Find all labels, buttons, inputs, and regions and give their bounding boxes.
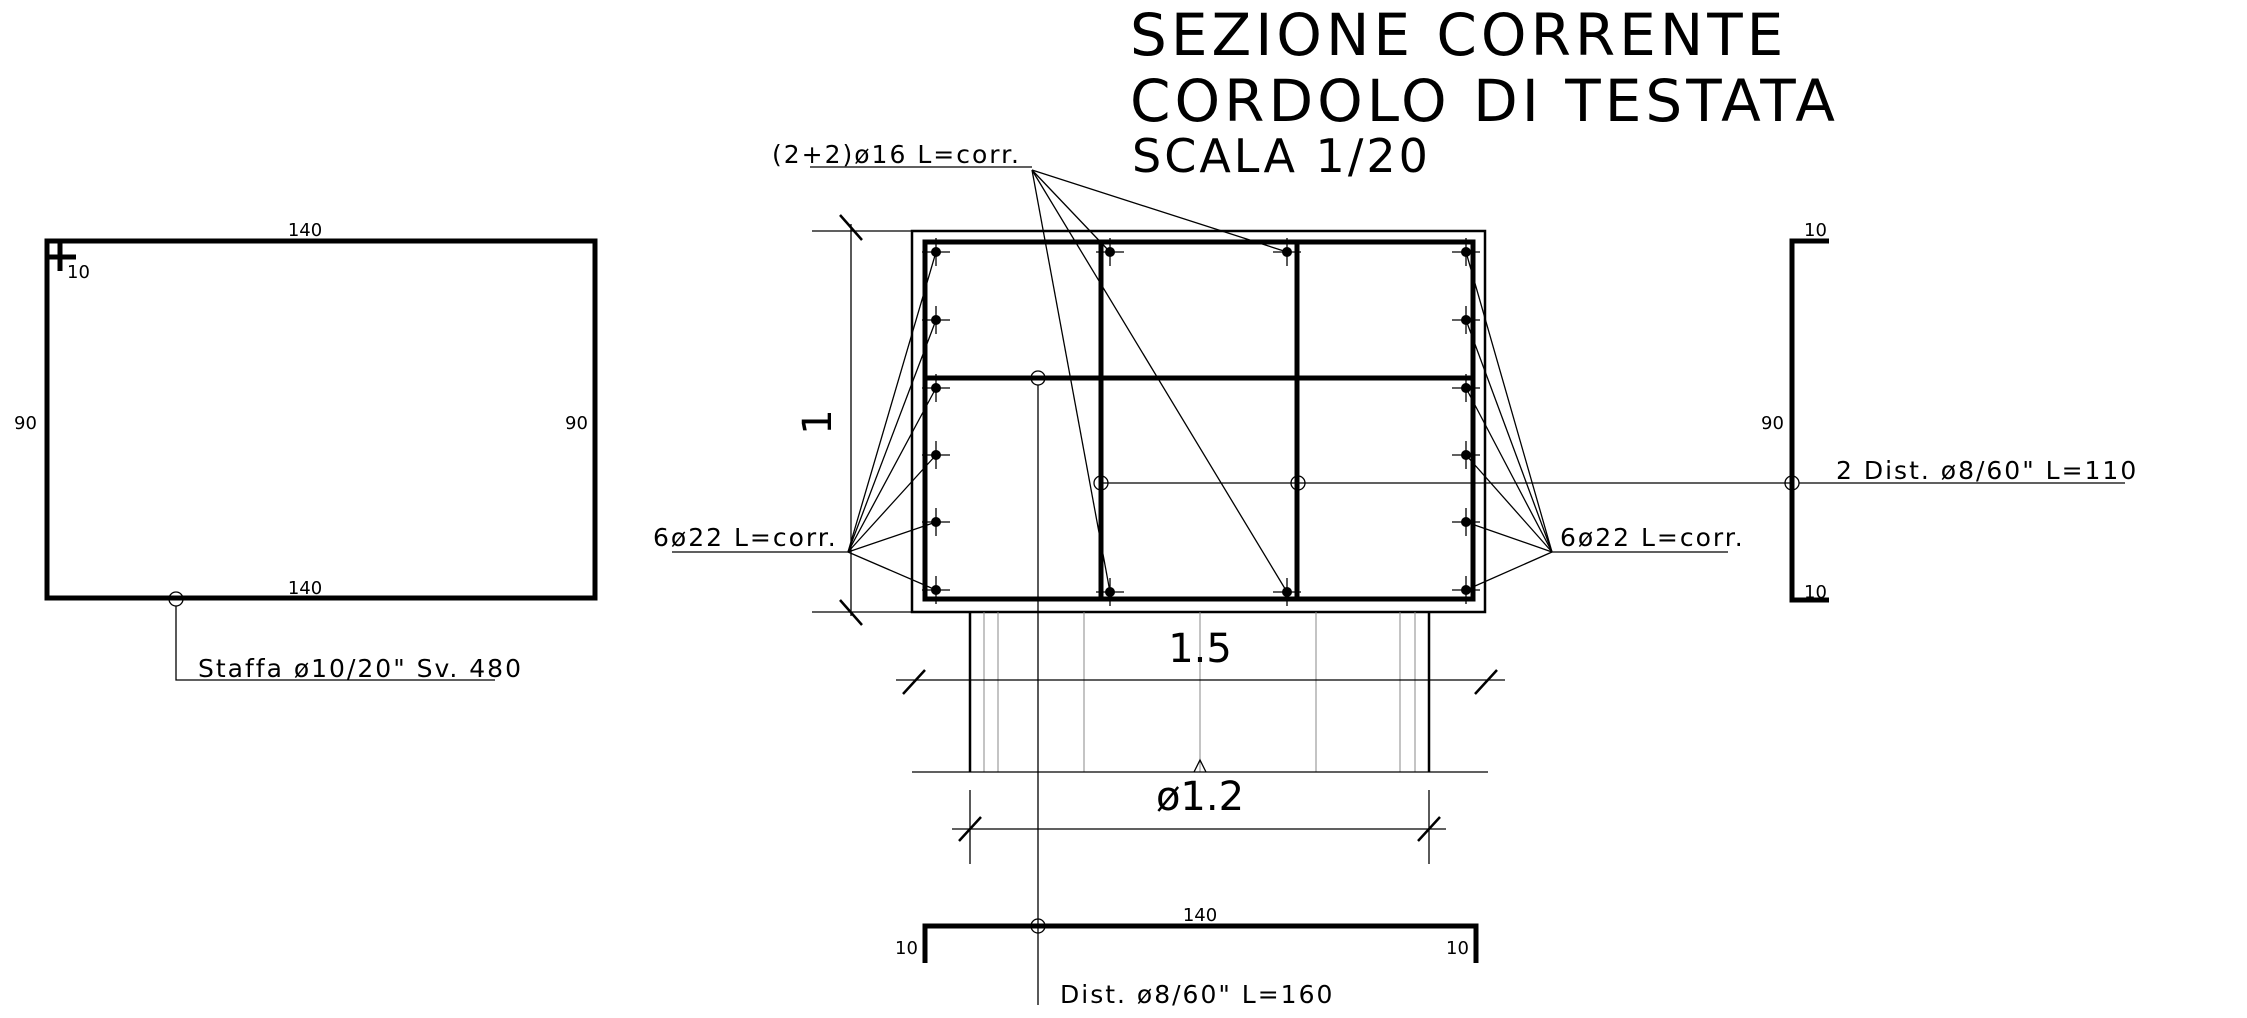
height-dimension: 1	[795, 214, 912, 626]
pile-dim-text: ø1.2	[1156, 774, 1244, 820]
side-dist-side-dim: 90	[1761, 413, 1784, 434]
width-dim-text: 1.5	[1168, 626, 1232, 672]
title-scale: SCALA 1/20	[1132, 129, 1431, 183]
stirrup-top-dim: 140	[288, 220, 322, 241]
left-bars-label: 6ø22 L=corr.	[653, 523, 838, 552]
right-bars-label: 6ø22 L=corr.	[1560, 523, 1745, 552]
left-bars-leader-lines	[847, 251, 937, 591]
stirrup-outline	[44, 238, 598, 601]
main-stirrup	[922, 239, 1476, 602]
cross-section: (2+2)ø16 L=corr. 6ø22 L=corr. 6ø22 L=cor…	[653, 140, 1790, 1005]
stirrup-detail: 140 140 90 90 10 Staffa ø10/20" Sv. 480	[14, 220, 598, 683]
side-dist-bottom-dim: 10	[1804, 582, 1827, 603]
stirrup-hook-dim: 10	[67, 262, 90, 283]
stirrup-bottom-dim: 140	[288, 578, 322, 599]
bottom-dist-label: Dist. ø8/60" L=160	[1060, 980, 1334, 1009]
top-bars-label: (2+2)ø16 L=corr.	[772, 140, 1021, 169]
top-bars-leader-lines	[1031, 169, 1288, 593]
pile	[912, 612, 1488, 773]
bottom-dist-right-dim: 10	[1446, 938, 1469, 959]
bottom-dist-marker	[1030, 918, 1046, 934]
side-dist-bar-detail: 10 90 10 2 Dist. ø8/60" L=110	[1761, 220, 2138, 603]
width-dimension: 1.5	[896, 626, 1505, 695]
stirrup-label: Staffa ø10/20" Sv. 480	[198, 654, 523, 683]
rebar-group	[922, 238, 1480, 606]
bottom-dist-left-dim: 10	[895, 938, 918, 959]
side-dist-label: 2 Dist. ø8/60" L=110	[1836, 456, 2138, 485]
title-line-1: SEZIONE CORRENTE	[1130, 1, 1787, 69]
right-bars-leader-lines	[1465, 251, 1553, 591]
stirrup-left-dim: 90	[14, 413, 37, 434]
side-dist-top-dim: 10	[1804, 220, 1827, 241]
pile-dimension: ø1.2	[952, 774, 1446, 864]
bottom-dist-length-dim: 140	[1183, 905, 1217, 926]
stirrup-leader	[175, 606, 495, 681]
side-dist-bar-shape	[1789, 238, 1829, 603]
height-dim-text: 1	[795, 409, 841, 434]
concrete-outline	[910, 229, 1487, 614]
title-block: SEZIONE CORRENTE CORDOLO DI TESTATA SCAL…	[1130, 1, 1839, 183]
bottom-dist-bar-detail: 140 10 10 Dist. ø8/60" L=160	[895, 905, 1479, 1009]
bottom-dist-bar-shape	[922, 923, 1479, 963]
title-line-2: CORDOLO DI TESTATA	[1130, 67, 1839, 135]
stirrup-right-dim: 90	[565, 413, 588, 434]
